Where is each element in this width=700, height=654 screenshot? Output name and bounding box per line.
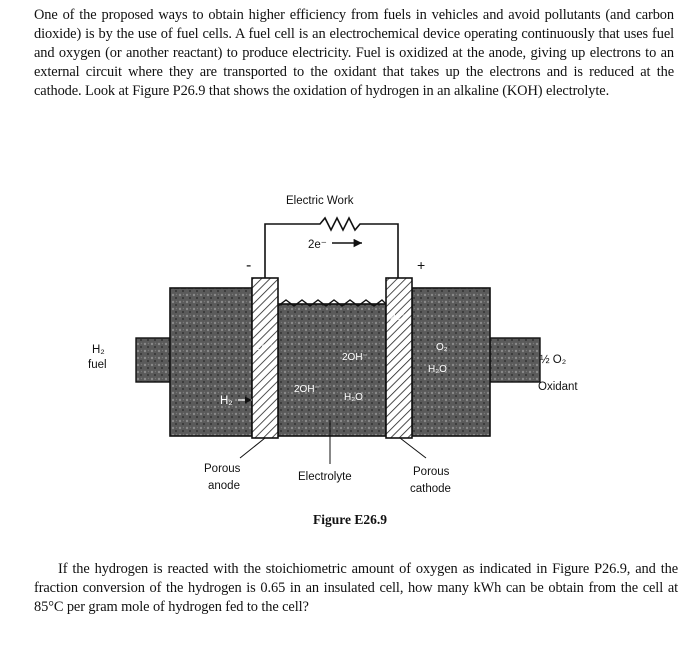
cathode-o2-label: O₂ — [436, 342, 448, 353]
cathode-h2o-label: H₂O — [428, 364, 447, 375]
water-label: H₂O — [344, 392, 363, 403]
oxidant-chamber — [411, 287, 491, 437]
plus-terminal: + — [417, 257, 425, 273]
external-circuit-wire — [264, 216, 399, 278]
electrolyte-chamber — [277, 303, 387, 437]
oxidant-inlet-pipe — [489, 337, 541, 383]
anode-h2-label: H₂ — [220, 395, 233, 407]
porous-anode-label-2: anode — [208, 480, 240, 492]
oxidant-label: Oxidant — [538, 381, 578, 393]
porous-cathode-label-2: cathode — [410, 483, 451, 495]
anode-leader — [239, 437, 266, 459]
electrolyte-label: Electrolyte — [298, 471, 352, 483]
figure-caption: Figure E26.9 — [313, 512, 387, 527]
oh-lower-label: 2OH⁻ — [294, 384, 320, 395]
anode-electron-label: 2e⁻ — [256, 342, 272, 353]
cathode-electron-label: 2e⁻ — [390, 312, 406, 323]
h2-label: H₂ — [92, 344, 105, 356]
porous-anode-electrode — [251, 277, 279, 439]
porous-cathode-label-1: Porous — [413, 466, 450, 478]
top-electron-label: 2e⁻ — [308, 239, 327, 251]
fuel-chamber — [169, 287, 253, 437]
fuel-inlet-pipe — [135, 337, 171, 383]
question-paragraph: If the hydrogen is reacted with the stoi… — [34, 561, 678, 615]
electric-work-label: Electric Work — [286, 195, 354, 207]
porous-cathode-electrode — [385, 277, 413, 439]
porous-anode-label-1: Porous — [204, 463, 241, 475]
minus-terminal: - — [246, 257, 251, 274]
electrolyte-surface — [277, 299, 387, 307]
fuel-label: fuel — [88, 359, 107, 371]
fuel-cell-diagram: Electric Work 2e⁻ - + H₂ fuel ½ O₂ Oxida… — [88, 195, 578, 495]
oxygen-label: ½ O₂ — [540, 354, 566, 366]
cathode-leader — [399, 437, 427, 459]
oh-upper-label: 2OH⁻ — [342, 352, 368, 363]
intro-paragraph: One of the proposed ways to obtain highe… — [34, 7, 674, 99]
